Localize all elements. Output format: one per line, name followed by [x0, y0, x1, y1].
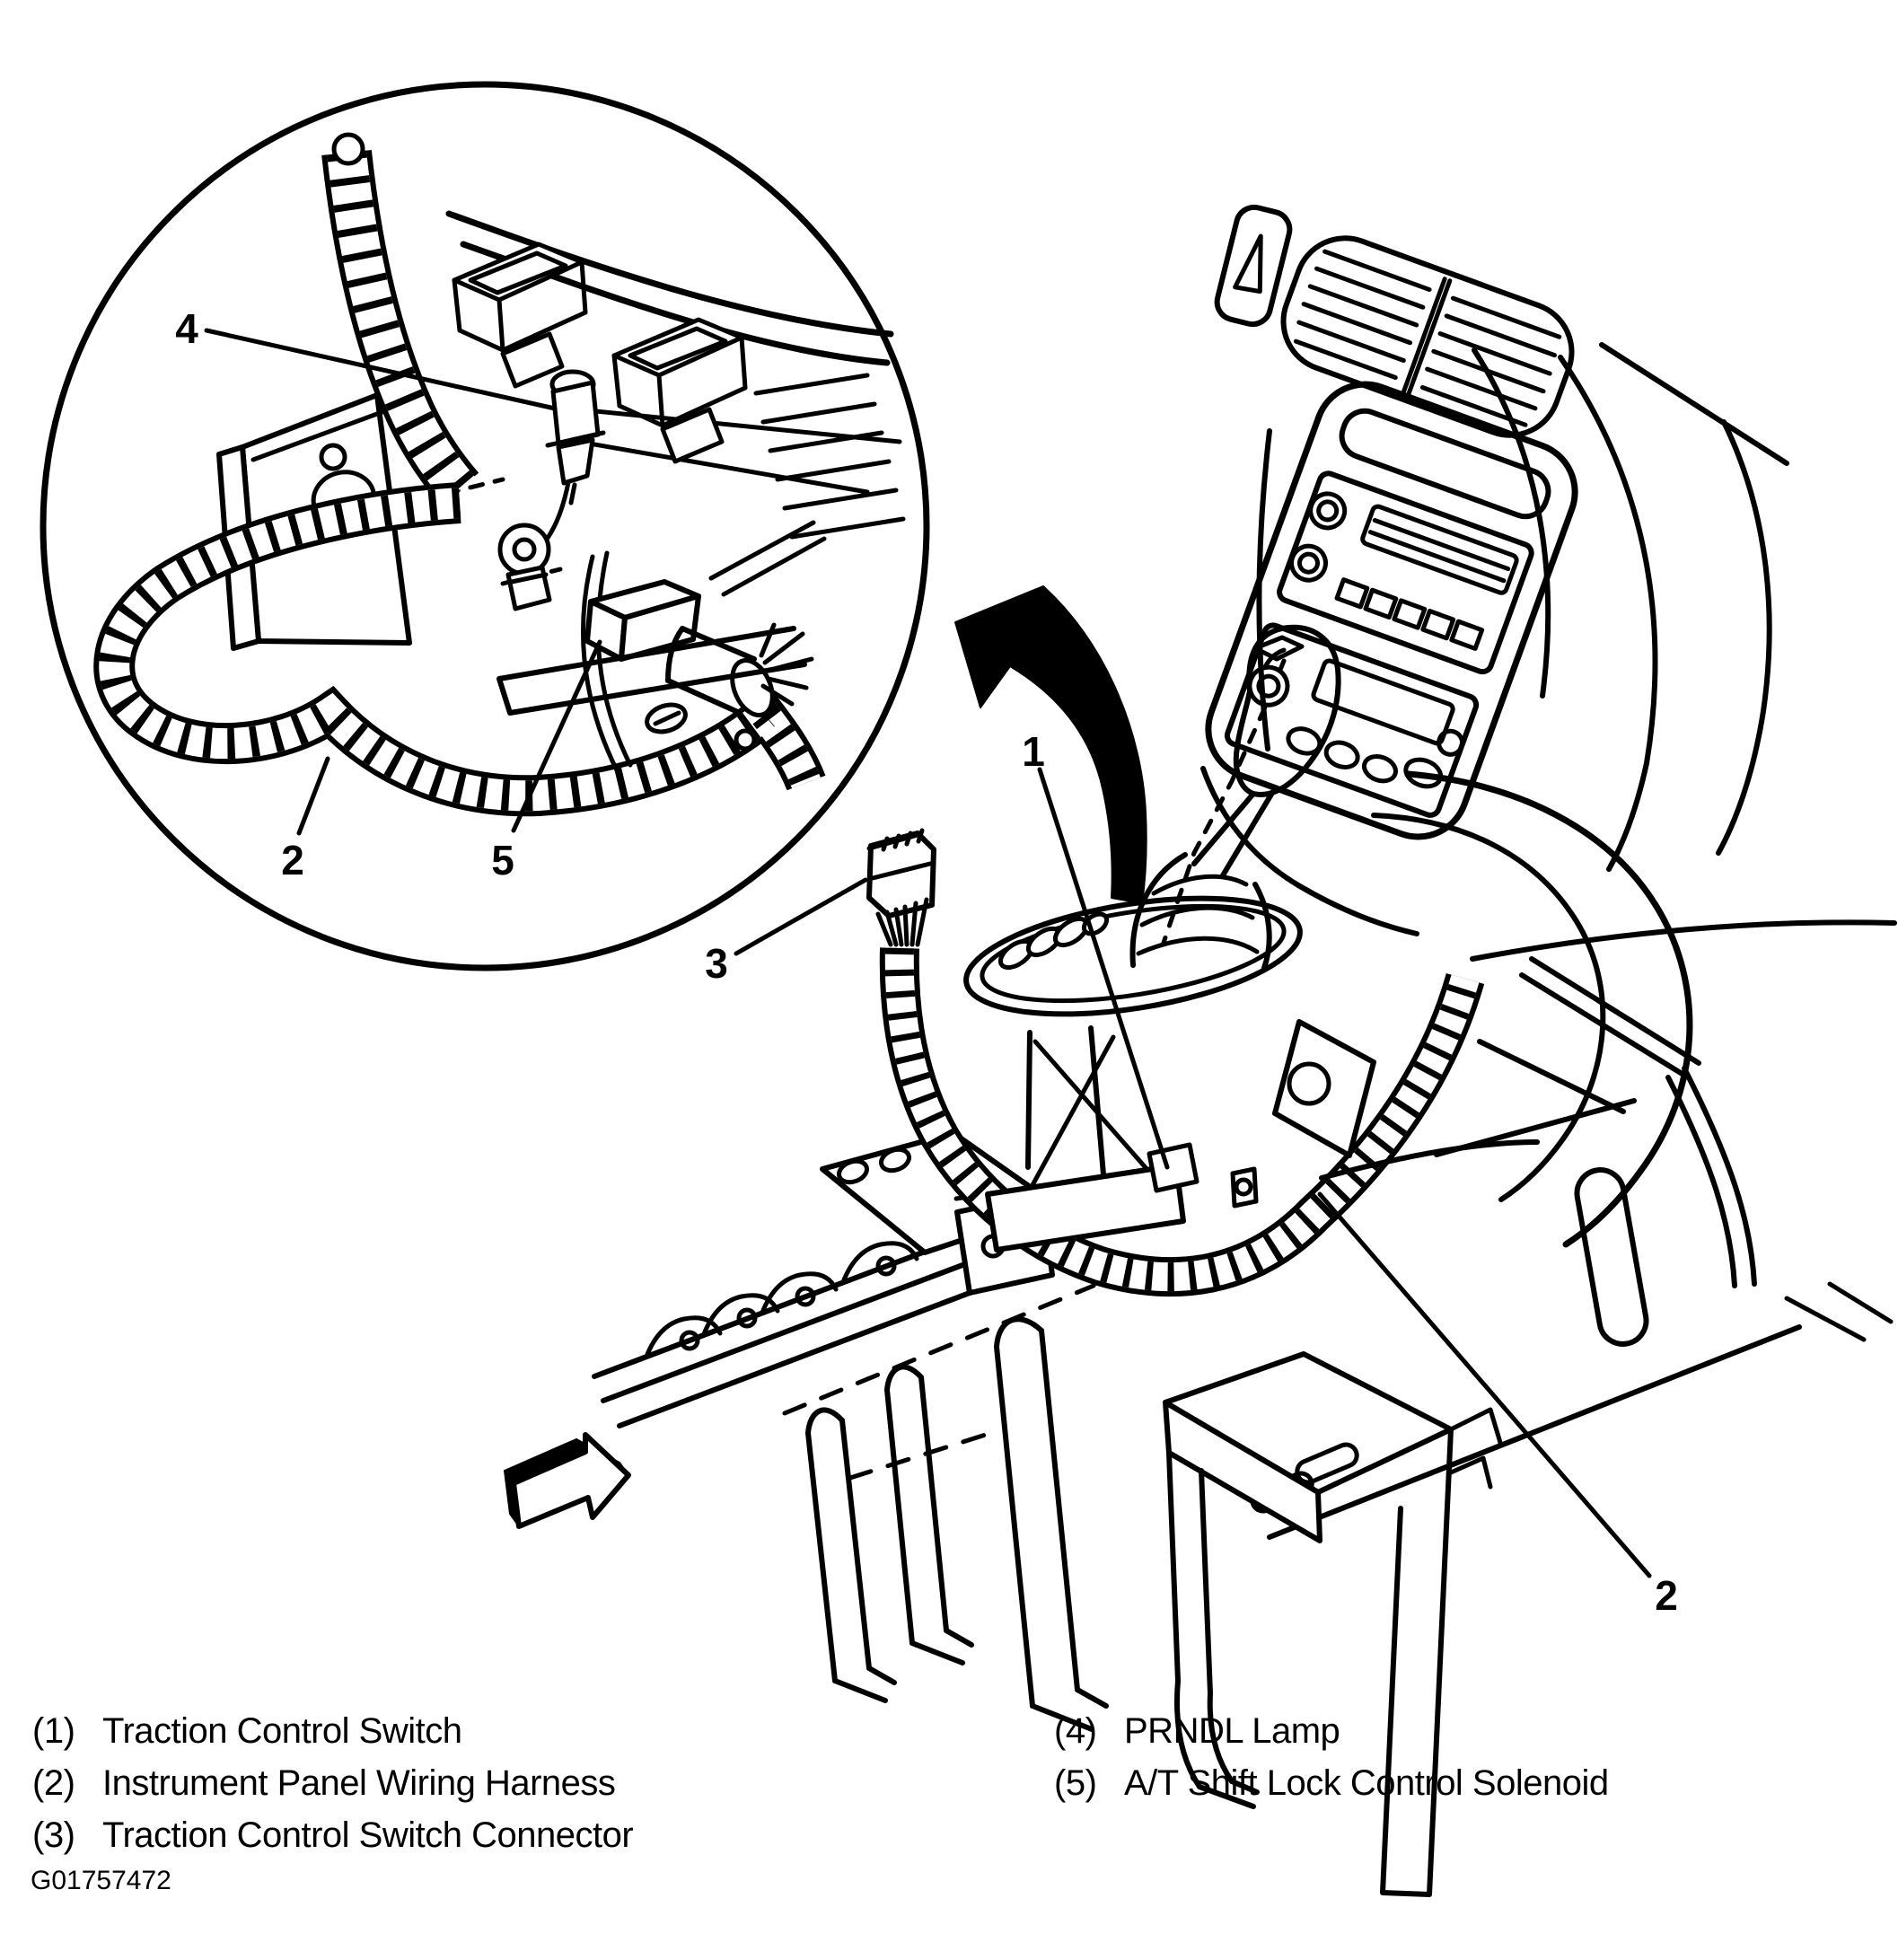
- shifter-base-assembly: [985, 1019, 1376, 1252]
- dash-air-vent: [1280, 235, 1575, 438]
- legend-item-2: (2) Instrument Panel Wiring Harness: [32, 1763, 633, 1803]
- legend-number-2: (2): [32, 1763, 75, 1803]
- callout-leaders: [204, 328, 1652, 1578]
- leader-1: [1037, 767, 1170, 1170]
- legend-left-column: (1) Traction Control Switch (2) Instrume…: [32, 1711, 634, 1855]
- callout-4-label: 4: [175, 305, 198, 352]
- legend-item-5: (5) A/T Shift Lock Control Solenoid: [1054, 1763, 1609, 1803]
- inset-circle: [40, 81, 930, 971]
- legend-label-5: A/T Shift Lock Control Solenoid: [1124, 1763, 1609, 1803]
- legend-number-1: (1): [32, 1711, 75, 1751]
- inset-bracket-towers: [452, 242, 748, 464]
- legend-item-3: (3) Traction Control Switch Connector: [32, 1815, 634, 1855]
- radio-bezel: [1205, 381, 1578, 840]
- floor-pan: [592, 1205, 1894, 1897]
- callout-2-inset-label: 2: [281, 837, 304, 883]
- legend-number-5: (5): [1054, 1763, 1097, 1803]
- prndl-lamp: [545, 369, 606, 505]
- instrument-panel-wiring-harness: [879, 947, 1485, 1297]
- center-stack: [1200, 204, 1897, 962]
- floor-rail-tabs: [644, 1241, 919, 1359]
- dashboard-contours: [1200, 342, 1897, 962]
- legend-number-3: (3): [32, 1815, 75, 1855]
- tunnel-bracket: [1163, 1351, 1504, 1897]
- legend-item-1: (1) Traction Control Switch: [32, 1711, 633, 1751]
- callout-1-label: 1: [1022, 728, 1045, 775]
- traction-control-switch-connector: [866, 828, 936, 947]
- leader-2-inset: [296, 756, 330, 836]
- hazard-switch: [1214, 204, 1293, 328]
- legend-right-column: (4) PRNDL Lamp (5) A/T Shift Lock Contro…: [1054, 1711, 1609, 1803]
- legend-label-1: Traction Control Switch: [102, 1711, 462, 1751]
- legend-label-4: PRNDL Lamp: [1124, 1711, 1340, 1751]
- legend-item-4: (4) PRNDL Lamp: [1054, 1711, 1609, 1751]
- direction-arrow: [504, 1432, 631, 1529]
- inset-detail-view: [40, 81, 930, 971]
- inset-wiring-harness-conduit: [93, 132, 826, 817]
- magnify-arrow: [954, 585, 1147, 904]
- legend-label-3: Traction Control Switch Connector: [102, 1815, 634, 1855]
- callout-3-label: 3: [705, 940, 728, 987]
- legend-number-4: (4): [1054, 1711, 1097, 1751]
- leader-5: [511, 639, 602, 833]
- floor-ribs: [805, 1316, 1109, 1732]
- callout-5-label: 5: [491, 837, 514, 883]
- callout-numbers: 4 2 5 3 1 2: [175, 305, 1678, 1619]
- leader-2-main: [1317, 1191, 1652, 1578]
- shift-lock-solenoid: [496, 520, 827, 751]
- callout-2-main-label: 2: [1655, 1572, 1678, 1619]
- leader-3: [734, 877, 868, 956]
- console-side-trim: [1319, 770, 1757, 1347]
- leader-4: [204, 328, 558, 411]
- figure-id: G01757472: [31, 1866, 171, 1895]
- legend-label-2: Instrument Panel Wiring Harness: [102, 1763, 616, 1803]
- ring-terminal: [497, 523, 552, 611]
- traction-control-switch: [1147, 1142, 1199, 1193]
